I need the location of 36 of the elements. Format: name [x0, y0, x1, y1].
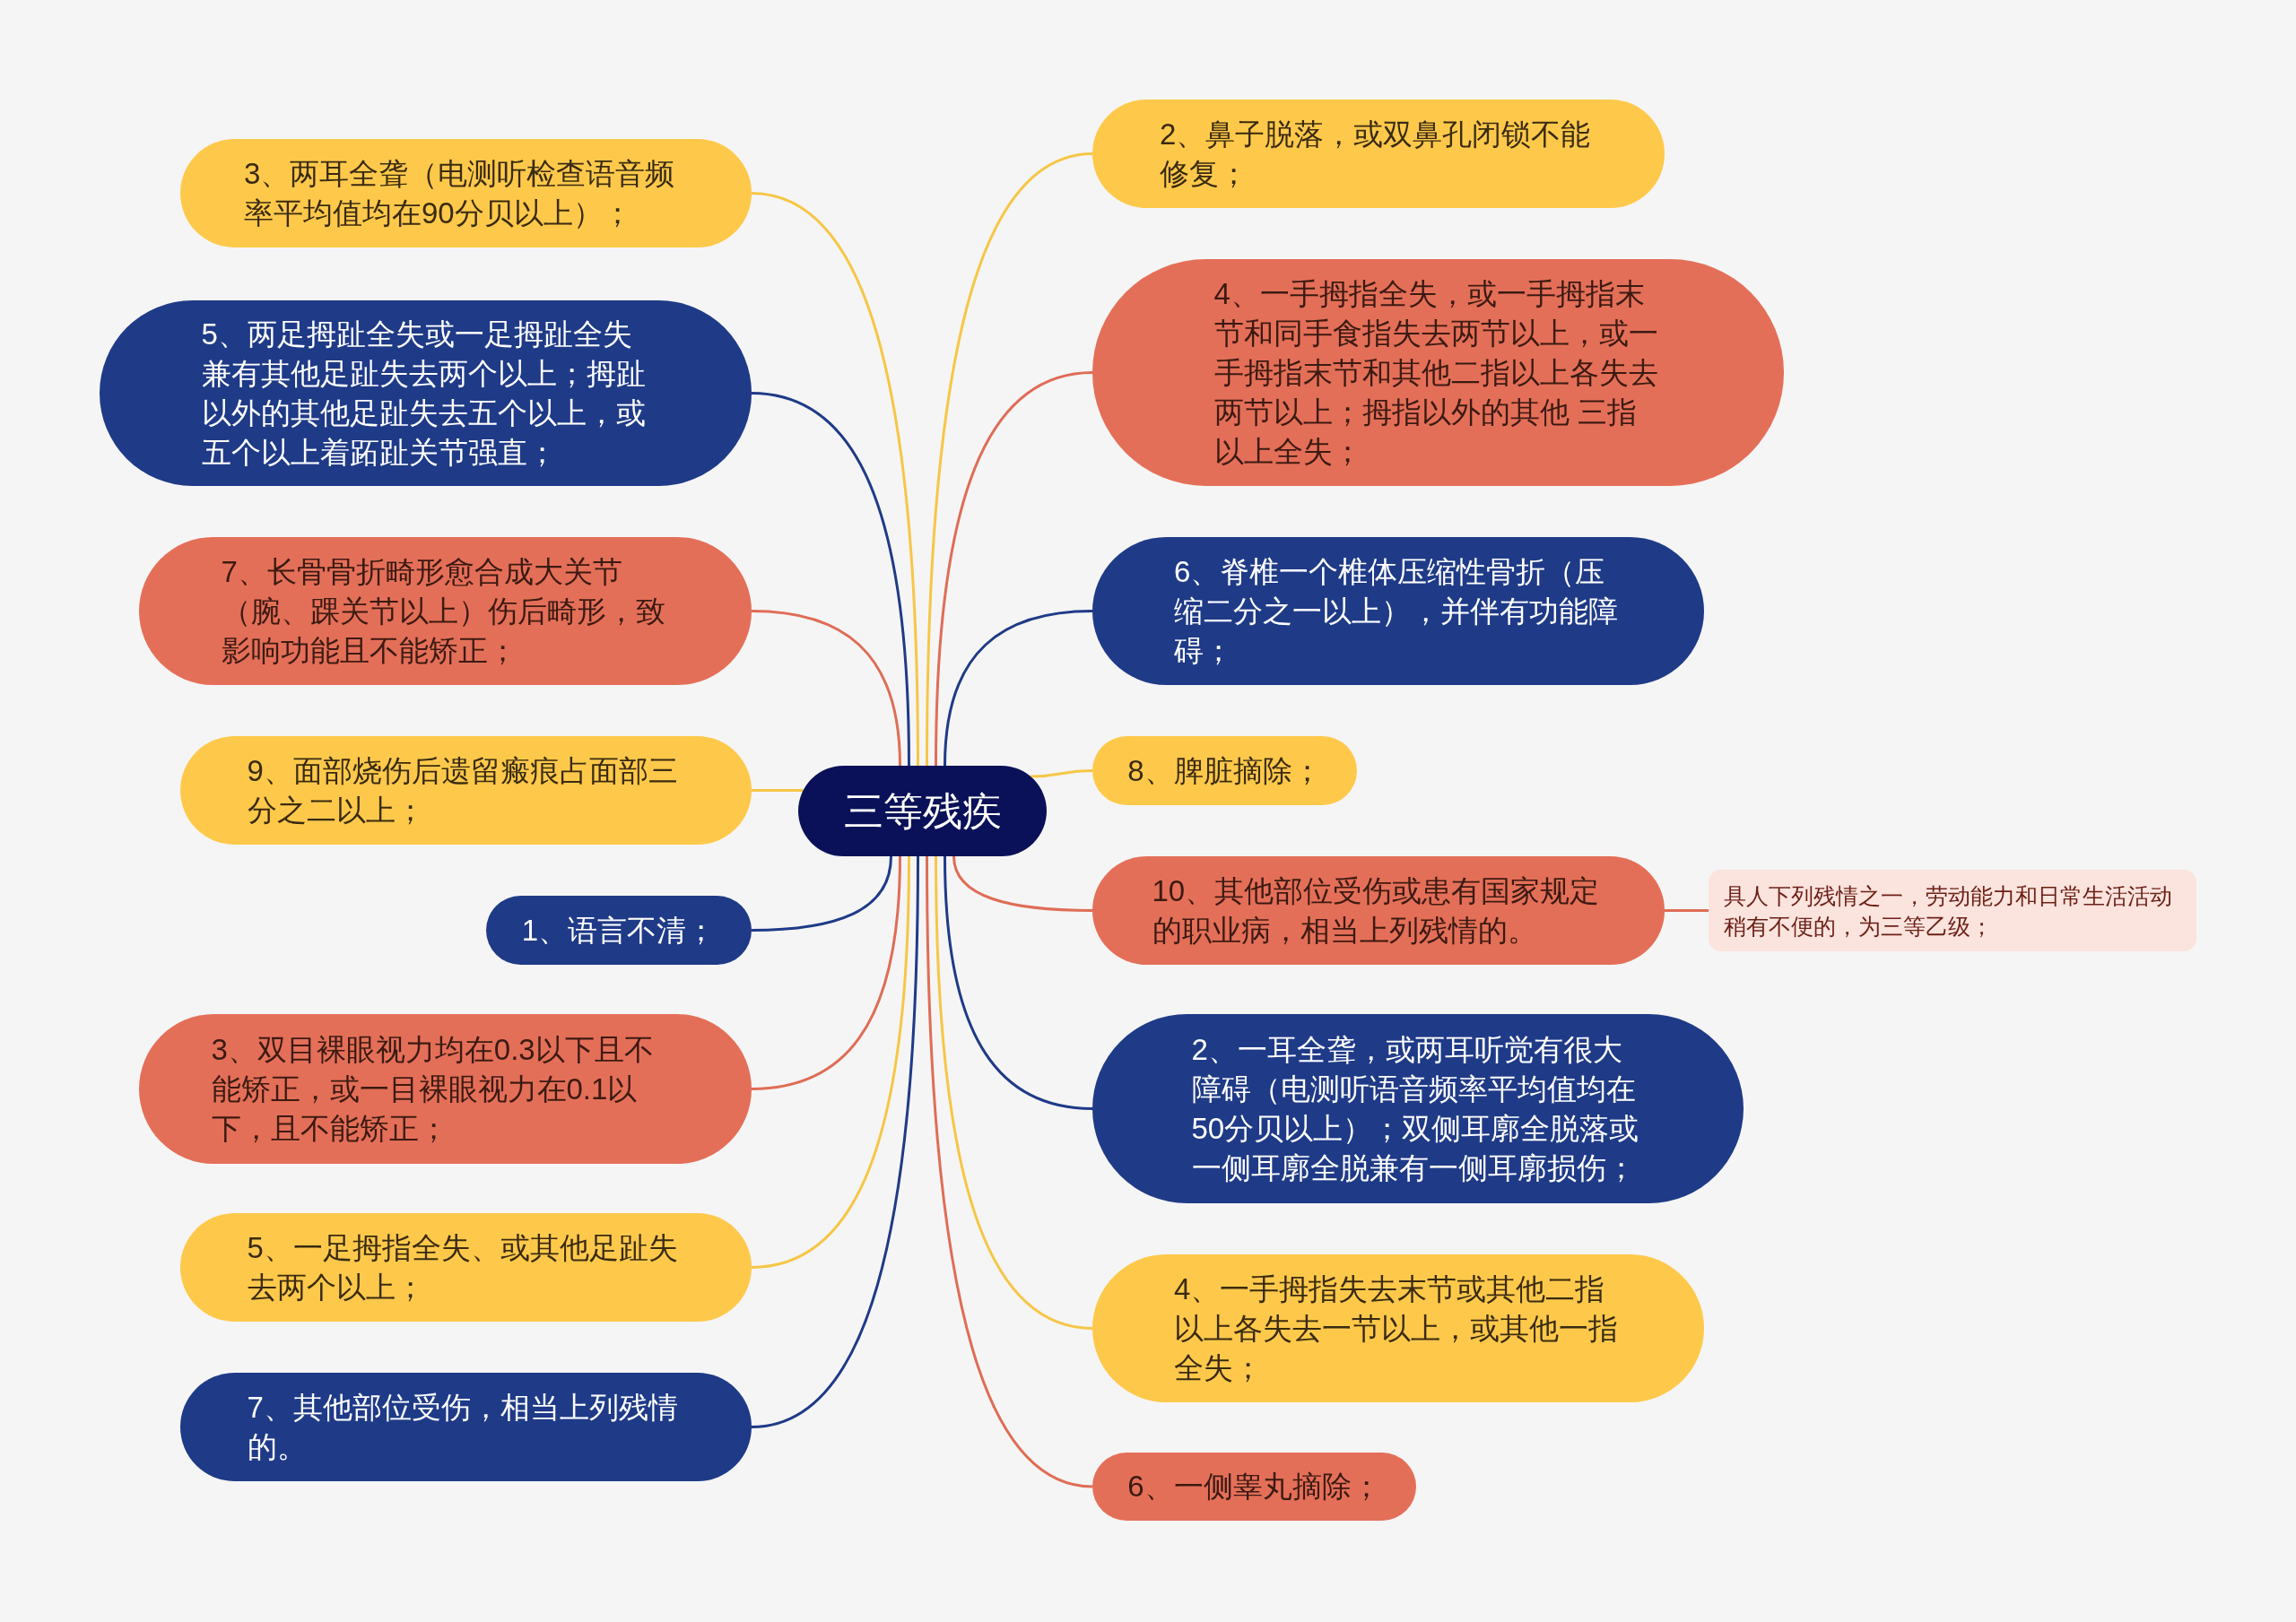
connector-line — [944, 610, 1093, 767]
connector-line — [751, 855, 919, 1428]
topic-text: 10、其他部位受伤或患有国家规定的职业病，相当上列残情的。 — [1152, 872, 1601, 949]
connector-line — [935, 371, 1093, 767]
connector-line — [1665, 909, 1709, 912]
topic-text: 2、一耳全聋，或两耳听觉有很大障碍（电测听语音频率平均值均在50分贝以上）；双侧耳廓全脱落或一侧耳廓全脱兼有一侧耳廓损伤； — [1191, 1031, 1640, 1186]
topic-text: 5、两足拇趾全失或一足拇趾全失兼有其他足趾失去两个以上；拇趾以外的其他足趾失去五个以上，或五个以上着跖趾关节强直； — [201, 316, 647, 471]
connector-line — [935, 855, 1093, 1330]
topic-text: 6、一侧睾丸摘除； — [1127, 1469, 1381, 1505]
topic-text: 7、长骨骨折畸形愈合成大关节（腕、踝关节以上）伤后畸形，致影响功能且不能矫正； — [221, 553, 666, 669]
connector-line — [952, 855, 1093, 912]
connector-line — [944, 855, 1093, 1110]
topic-text: 7、其他部位受伤，相当上列残情的。 — [247, 1389, 679, 1465]
topic-text: 3、两耳全聋（电测听检查语音频率平均值均在90分贝以上）； — [244, 155, 676, 231]
connector-line — [751, 192, 919, 767]
connector-line — [926, 856, 1093, 1488]
topic-text: 具人下列残情之一，劳动能力和日常生活活动稍有不便的，为三等乙级； — [1724, 881, 2173, 941]
connector-line — [752, 789, 804, 792]
connector-line — [926, 152, 1093, 766]
connector-line — [1031, 769, 1093, 778]
connector-line — [751, 610, 901, 767]
topic-text: 8、脾脏摘除； — [1127, 752, 1322, 789]
note-box — [1709, 870, 2196, 951]
topic-text: 4、一手拇指失去末节或其他二指以上各失去一节以上，或其他一指全失； — [1174, 1271, 1619, 1386]
connector-line — [751, 855, 910, 1269]
topic-text: 3、双目裸眼视力均在0.3以下且不能矫正，或一目裸眼视力在0.1以下，且不能矫正； — [211, 1031, 655, 1147]
connector-line — [751, 392, 910, 767]
topic-text: 6、脊椎一个椎体压缩性骨折（压缩二分之一以上），并伴有功能障碍； — [1174, 553, 1619, 669]
topic-text: 9、面部烧伤后遗留瘢痕占面部三分之二以上； — [247, 752, 679, 828]
connector-line — [751, 855, 892, 932]
topic-text: 1、语言不清； — [521, 912, 717, 949]
connector-line — [751, 855, 901, 1090]
topic-title: 三等残疾 — [843, 787, 1002, 835]
topic-text: 5、一足拇指全失、或其他足趾失去两个以上； — [247, 1229, 679, 1305]
topic-text: 4、一手拇指全失，或一手拇指末节和同手食指失去两节以上，或一手拇指末节和其他二指以上各失去两节以上；拇指以外的其他 三指以上全失； — [1213, 275, 1659, 470]
topic-text: 2、鼻子脱落，或双鼻孔闭锁不能修复； — [1160, 116, 1592, 192]
